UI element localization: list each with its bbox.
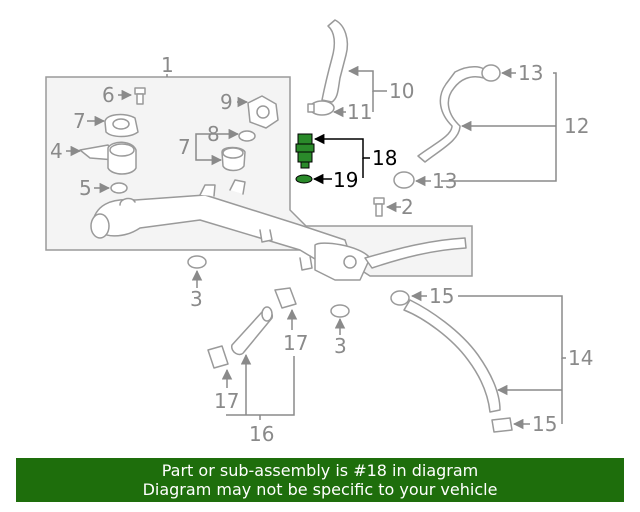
- label-11: 11: [347, 100, 372, 124]
- clamp-15-top: [390, 290, 410, 306]
- clamp-17-right: [274, 287, 297, 309]
- washer-3-left: [187, 255, 207, 269]
- label-9: 9: [220, 90, 233, 114]
- label-2: 2: [401, 195, 414, 219]
- label-13-bottom: 13: [432, 169, 457, 193]
- label-18: 18: [372, 146, 397, 170]
- label-5: 5: [79, 176, 92, 200]
- label-15-bottom: 15: [532, 412, 557, 436]
- o-ring-5: [110, 182, 128, 194]
- label-10: 10: [389, 79, 414, 103]
- label-1: 1: [161, 53, 174, 77]
- label-6: 6: [102, 83, 115, 107]
- flange-9: [247, 95, 279, 129]
- housing-4: [79, 141, 137, 175]
- label-4: 4: [50, 139, 63, 163]
- clamp-11: [307, 100, 335, 116]
- label-8: 8: [207, 122, 220, 146]
- label-7-right: 7: [178, 135, 191, 159]
- leader-lines: [66, 65, 566, 430]
- label-7-left: 7: [73, 109, 86, 133]
- label-14: 14: [568, 346, 593, 370]
- label-17-right: 17: [283, 331, 308, 355]
- clamp-13-bottom: [393, 171, 415, 189]
- clamp-13-top: [481, 64, 501, 82]
- info-banner: Part or sub-assembly is #18 in diagram D…: [16, 458, 624, 502]
- hose-14: [403, 299, 501, 413]
- banner-line-2: Diagram may not be specific to your vehi…: [142, 480, 498, 499]
- label-17-left: 17: [214, 389, 239, 413]
- bolt-6: [134, 87, 146, 105]
- banner-line-1: Part or sub-assembly is #18 in diagram: [161, 461, 479, 480]
- washer-19-highlighted: [295, 174, 313, 184]
- label-13-top: 13: [518, 61, 543, 85]
- label-19: 19: [333, 168, 358, 192]
- label-3-right: 3: [334, 334, 347, 358]
- hose-10: [321, 19, 349, 103]
- hose-16-end: [261, 306, 273, 322]
- hose-12: [417, 66, 487, 163]
- cover-7-left-hole: [112, 118, 130, 130]
- o-ring-8: [238, 130, 256, 142]
- label-16: 16: [249, 422, 274, 446]
- bolt-2: [373, 197, 385, 217]
- water-pipe-assembly: [90, 179, 467, 281]
- label-15-top: 15: [429, 284, 454, 308]
- valve-18-highlighted: [295, 133, 315, 169]
- label-3-left: 3: [190, 287, 203, 311]
- washer-3-right: [330, 304, 350, 318]
- label-12: 12: [564, 114, 589, 138]
- parts-diagram: 1 2 3 3 4 5 6 7 7 8 9 10 11 12 13 13 14 …: [45, 19, 593, 446]
- cover-7-right: [221, 146, 246, 172]
- clamp-15-bottom: [491, 417, 513, 433]
- clamp-17-left: [207, 345, 229, 369]
